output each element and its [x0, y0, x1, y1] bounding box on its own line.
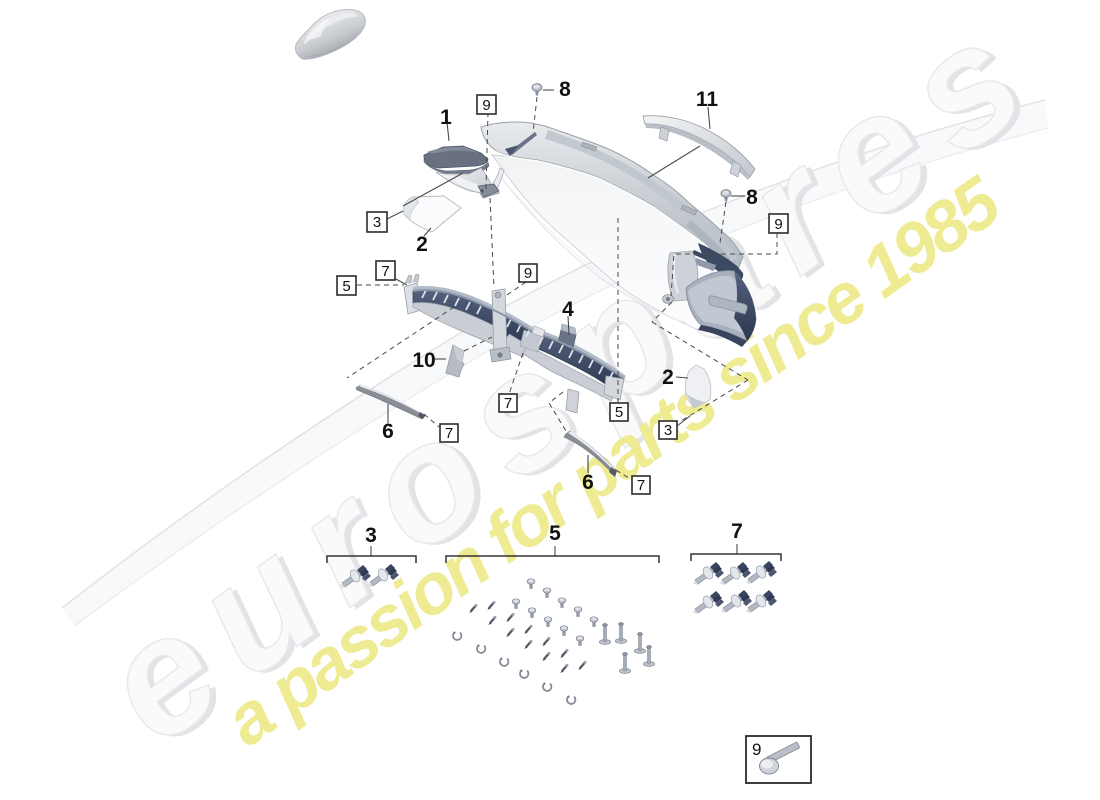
svg-text:11: 11 [696, 88, 719, 111]
svg-text:1: 1 [440, 106, 452, 129]
svg-text:7: 7 [445, 425, 453, 442]
svg-text:2: 2 [662, 366, 674, 389]
svg-text:6: 6 [382, 420, 394, 443]
svg-text:10: 10 [412, 349, 435, 372]
svg-text:7: 7 [637, 477, 645, 494]
svg-text:2: 2 [416, 233, 428, 256]
svg-text:5: 5 [615, 404, 623, 421]
svg-text:9: 9 [482, 97, 490, 114]
svg-text:7: 7 [731, 520, 743, 543]
svg-text:3: 3 [365, 524, 377, 547]
svg-text:4: 4 [562, 298, 574, 321]
svg-text:9: 9 [524, 265, 532, 282]
svg-text:8: 8 [746, 186, 758, 209]
svg-text:6: 6 [582, 471, 594, 494]
svg-text:5: 5 [342, 278, 350, 295]
svg-text:7: 7 [381, 263, 389, 280]
svg-text:7: 7 [504, 395, 512, 412]
svg-text:8: 8 [559, 78, 571, 101]
svg-text:9: 9 [774, 216, 782, 233]
svg-text:5: 5 [549, 522, 561, 545]
svg-text:3: 3 [664, 422, 672, 439]
svg-text:3: 3 [373, 214, 381, 231]
svg-text:9: 9 [752, 740, 761, 759]
